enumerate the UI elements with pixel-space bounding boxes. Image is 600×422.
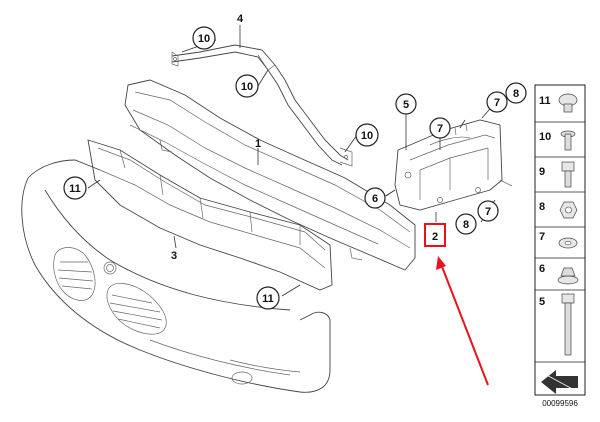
callout-8-a: 8 — [505, 82, 527, 104]
svg-text:7: 7 — [494, 97, 500, 109]
callout-10-right: 10 — [355, 123, 379, 147]
callout-7-b: 7 — [486, 91, 508, 113]
flange-nut-icon — [557, 267, 579, 285]
callout-10-top-left: 10 — [192, 26, 216, 50]
legend-number: 10 — [539, 131, 551, 143]
red-arrow — [436, 256, 489, 386]
bumper-cover — [21, 159, 331, 393]
clip-icon — [558, 93, 578, 113]
hex-nut-icon — [559, 201, 578, 219]
parts-legend: 11 10 9 8 7 6 — [534, 84, 586, 396]
highlight-box-part-2: 2 — [424, 223, 446, 247]
svg-text:10: 10 — [241, 81, 253, 93]
legend-number: 5 — [539, 296, 545, 308]
svg-text:7: 7 — [437, 123, 443, 135]
callout-11-lower: 11 — [256, 286, 280, 310]
svg-text:10: 10 — [361, 130, 373, 142]
washer-icon — [558, 237, 578, 249]
callout-5: 5 — [395, 93, 417, 115]
bumper-carrier-beam — [124, 79, 416, 271]
legend-number: 11 — [539, 95, 551, 107]
callout-6: 6 — [364, 187, 386, 209]
callout-7-c: 7 — [477, 200, 499, 222]
reference-number: 00099596 — [542, 399, 578, 408]
legend-number: 6 — [539, 263, 545, 275]
callout-8-b: 8 — [455, 213, 477, 235]
svg-text:11: 11 — [69, 183, 81, 195]
hex-bolt-icon — [561, 161, 575, 188]
legend-number: 7 — [539, 231, 545, 243]
svg-text:2: 2 — [432, 231, 438, 243]
svg-text:8: 8 — [463, 219, 469, 231]
callout-11-upper: 11 — [63, 176, 87, 200]
callout-7-a: 7 — [429, 117, 451, 139]
legend-number: 8 — [539, 201, 545, 213]
legend-number: 9 — [539, 166, 545, 178]
long-bolt-icon — [561, 293, 575, 356]
svg-text:7: 7 — [485, 206, 491, 218]
support-bracket — [171, 44, 353, 167]
svg-text:6: 6 — [372, 193, 378, 205]
callout-1: 1 — [255, 138, 261, 150]
svg-text:10: 10 — [198, 33, 210, 45]
svg-text:5: 5 — [403, 99, 409, 111]
impact-absorber — [87, 139, 333, 291]
callout-10-mid: 10 — [235, 74, 259, 98]
callout-4: 4 — [237, 13, 244, 25]
svg-text:8: 8 — [513, 88, 519, 100]
screw-icon — [560, 130, 576, 151]
callout-3: 3 — [171, 250, 177, 262]
leader-lines — [87, 25, 496, 297]
direction-arrow-icon — [540, 370, 579, 394]
svg-text:11: 11 — [262, 293, 274, 305]
